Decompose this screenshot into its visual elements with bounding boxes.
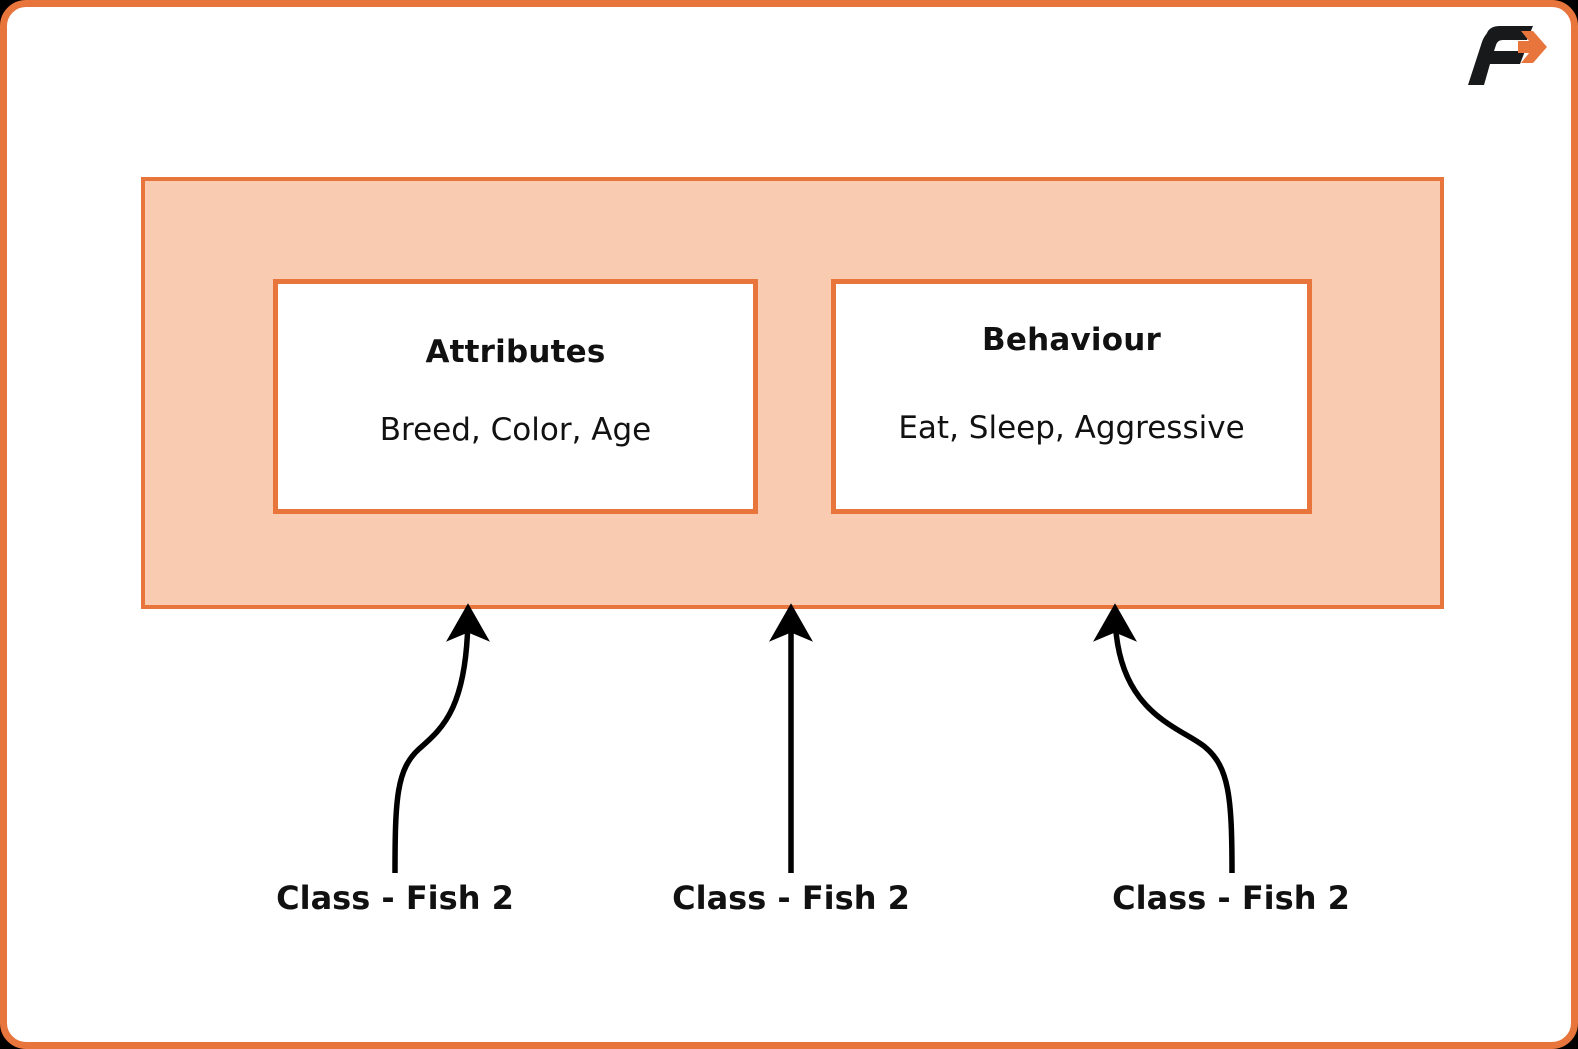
- behaviour-items: Eat, Sleep, Aggressive: [898, 410, 1245, 446]
- class-label-2: Class - Fish 2: [672, 879, 910, 917]
- connector-arrow-left: [392, 603, 490, 874]
- attributes-items: Breed, Color, Age: [379, 412, 652, 448]
- attributes-box: Attributes Breed, Color, Age: [273, 279, 758, 514]
- f-arrow-logo-icon: [1459, 25, 1551, 87]
- behaviour-box: Behaviour Eat, Sleep, Aggressive: [831, 279, 1312, 514]
- connector-arrow-right: [1093, 603, 1235, 874]
- class-label-1: Class - Fish 2: [276, 879, 514, 917]
- behaviour-title: Behaviour: [982, 322, 1161, 358]
- class-panel: Attributes Breed, Color, Age Behaviour E…: [141, 177, 1444, 609]
- attributes-title: Attributes: [425, 334, 606, 370]
- class-label-3: Class - Fish 2: [1112, 879, 1350, 917]
